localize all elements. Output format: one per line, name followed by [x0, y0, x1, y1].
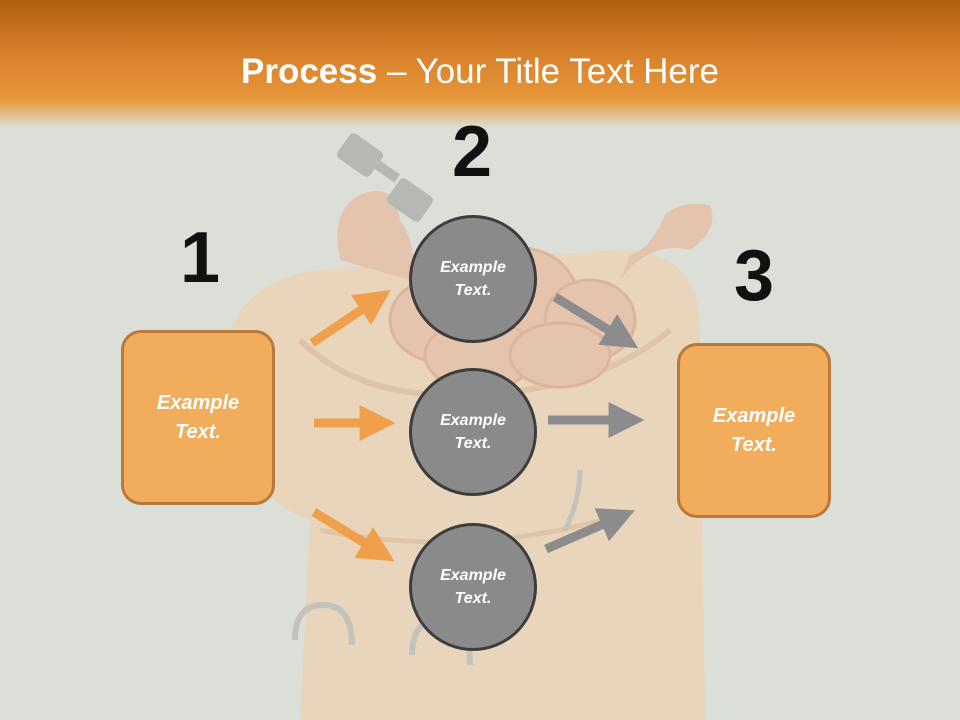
step-3-number: 3 [733, 236, 775, 316]
step-3-label: Example Text. [712, 404, 796, 456]
arrow-top-to-box-3 [552, 293, 639, 349]
step-1-number: 1 [179, 218, 221, 298]
step-2-circle-bottom: Example Text. [409, 523, 537, 651]
title-rest: – Your Title Text Here [377, 52, 719, 91]
step-1-box: Example Text. [121, 330, 275, 505]
step-2-circle-top: Example Text. [409, 215, 537, 343]
circle-top-label: Example Text. [440, 259, 506, 299]
step-2-number: 2 [451, 112, 493, 192]
step-2-circle-middle: Example Text. [409, 368, 537, 496]
arrow-bottom-to-box-3 [544, 508, 635, 554]
title-bar [0, 0, 960, 128]
title-bold: Process [241, 52, 378, 91]
arrow-to-bottom-circle [311, 508, 395, 562]
step-1-label: Example Text. [156, 391, 240, 443]
circle-bottom-label: Example Text. [440, 567, 506, 607]
page-title: Process – Your Title Text Here [0, 52, 960, 92]
step-3-box: Example Text. [677, 343, 831, 518]
circle-middle-label: Example Text. [440, 412, 506, 452]
arrow-to-top-circle [309, 289, 391, 347]
